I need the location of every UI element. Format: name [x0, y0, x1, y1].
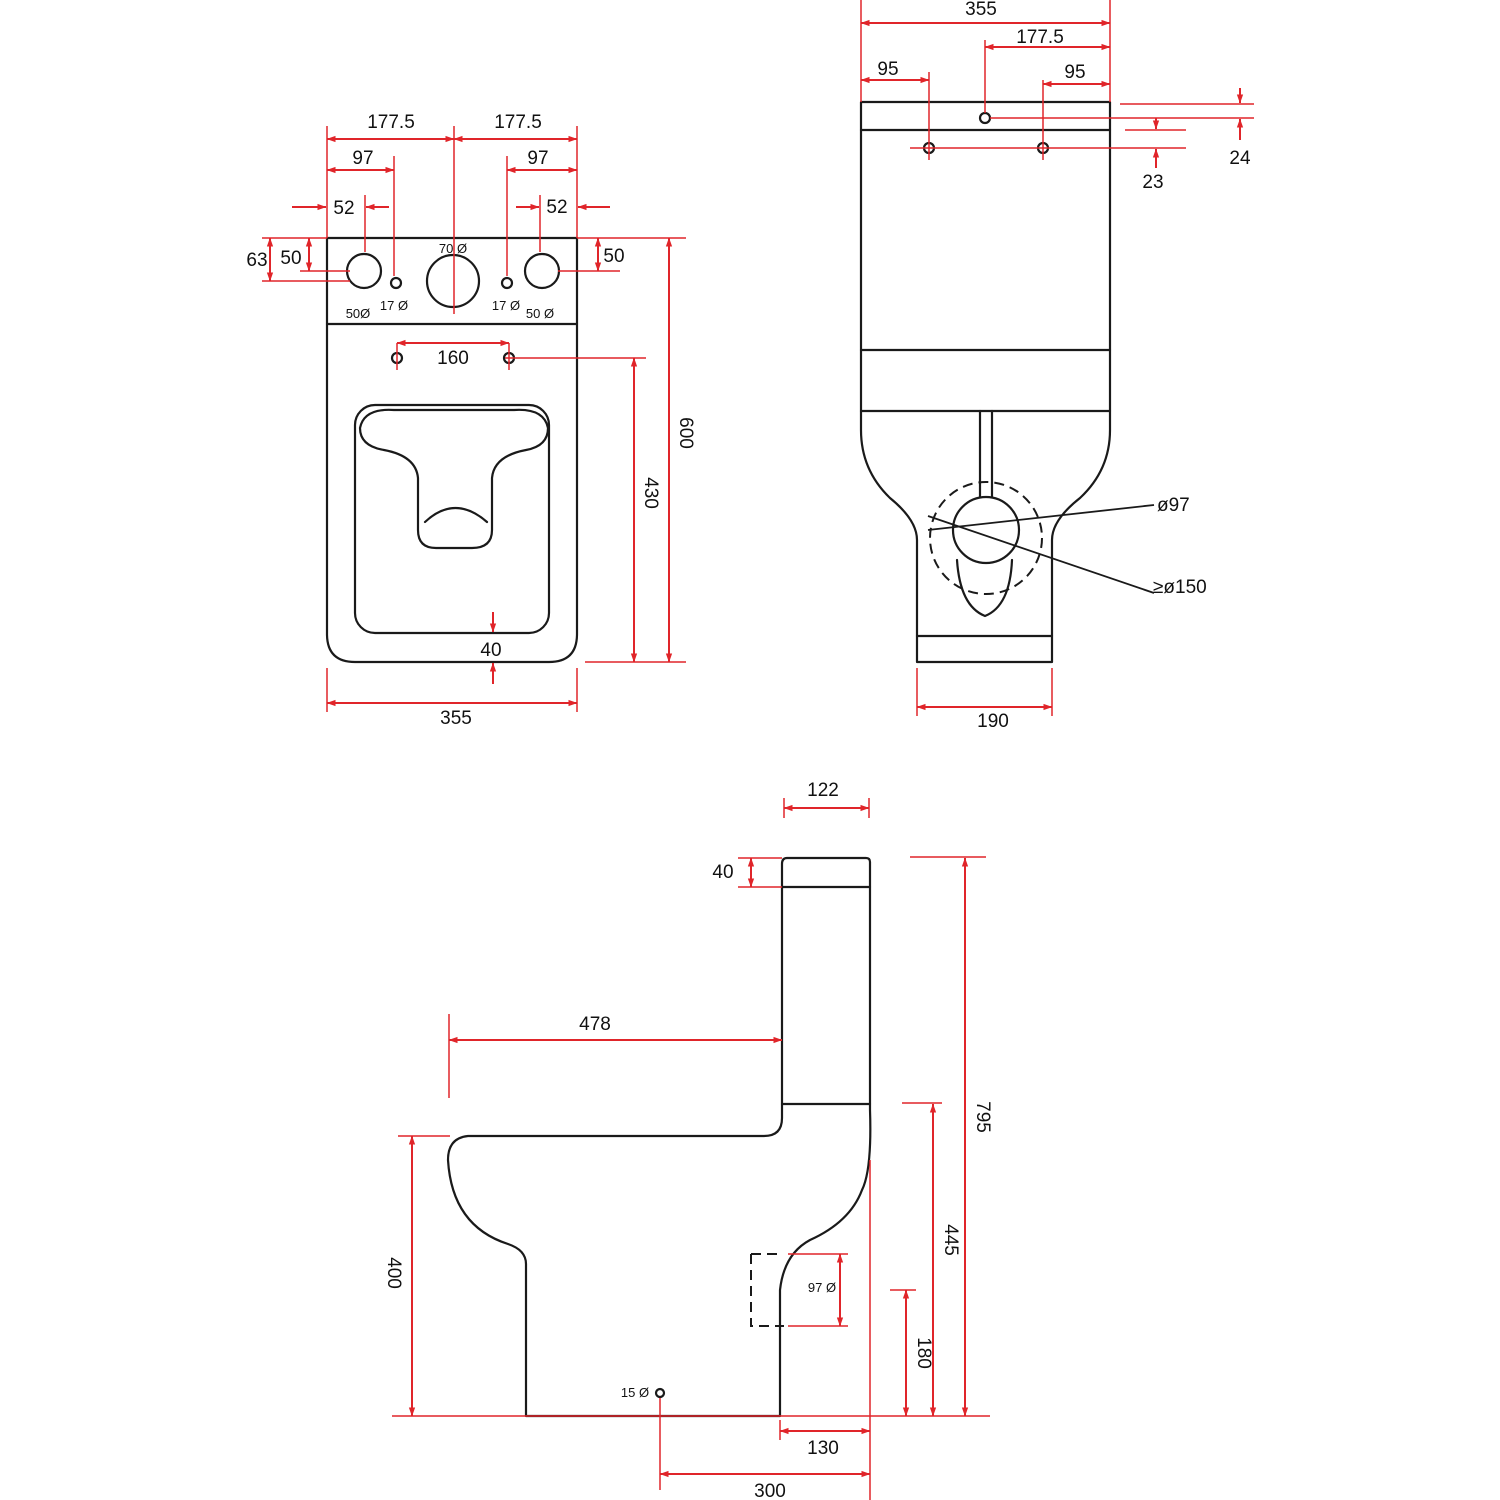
label-hole-17-right: 17 Ø: [492, 298, 520, 313]
label-outlet-150: ≥ø150: [1153, 577, 1207, 598]
top-view-outline: [325, 236, 579, 664]
dim-top-63: 63: [246, 250, 267, 271]
rear-hole-top: [978, 111, 992, 125]
dim-side-445: 445: [940, 1224, 961, 1256]
rear-view-dimensions: [860, 0, 1254, 716]
dim-top-177-left: 177.5: [367, 112, 415, 133]
dim-top-52-right: 52: [546, 197, 567, 218]
fixing-hole-15: [654, 1387, 666, 1399]
dim-top-177-right: 177.5: [494, 112, 542, 133]
dim-rear-190: 190: [977, 711, 1009, 732]
label-outlet-97: ø97: [1157, 495, 1190, 516]
top-view: 177.5 177.5 97 97 52 52 63 50 50 50Ø 17 …: [246, 112, 696, 729]
dim-side-122: 122: [807, 780, 839, 801]
top-view-labels: 177.5 177.5 97 97 52 52 63 50 50 50Ø 17 …: [246, 112, 696, 729]
hole-70: [425, 253, 481, 309]
rear-view-outline: [859, 100, 1112, 664]
hole-17-left: [389, 276, 403, 290]
hole-17-right: [500, 276, 514, 290]
dim-rear-24: 24: [1229, 148, 1251, 169]
dim-top-40: 40: [480, 640, 501, 661]
dim-side-300: 300: [754, 1481, 786, 1500]
dim-side-795: 795: [972, 1101, 993, 1133]
outlet-150-circle: [929, 481, 1043, 595]
dim-top-97-right: 97: [527, 148, 548, 169]
side-view-outline: [446, 856, 872, 1418]
dim-top-97-left: 97: [352, 148, 373, 169]
dim-rear-177: 177.5: [1016, 27, 1064, 48]
dim-top-50-left: 50: [280, 248, 301, 269]
dim-rear-355: 355: [965, 0, 997, 20]
rear-view: 355 177.5 95 95 24 23 ø97 ≥ø150 190: [859, 0, 1254, 732]
dim-top-430: 430: [640, 477, 661, 509]
dim-side-400: 400: [383, 1257, 404, 1289]
outlet-97-circle: [951, 495, 1021, 565]
dim-top-52-left: 52: [333, 198, 354, 219]
label-hole-50-right: 50 Ø: [526, 306, 554, 321]
label-hole-70: 70 Ø: [439, 241, 467, 256]
dim-side-130: 130: [807, 1438, 839, 1459]
label-side-15: 15 Ø: [621, 1385, 649, 1400]
dim-top-160: 160: [437, 348, 469, 369]
dim-side-478: 478: [579, 1014, 611, 1035]
dim-rear-23: 23: [1142, 172, 1163, 193]
rear-view-labels: 355 177.5 95 95 24 23 ø97 ≥ø150 190: [877, 0, 1251, 732]
label-hole-50-left: 50Ø: [346, 306, 371, 321]
dim-rear-95-right: 95: [1064, 62, 1085, 83]
dim-top-50-right: 50: [603, 246, 624, 267]
dim-top-600: 600: [675, 417, 696, 449]
dim-rear-95-left: 95: [877, 59, 898, 80]
top-view-dimensions: [262, 126, 686, 712]
dim-top-355: 355: [440, 708, 472, 729]
side-view-dimensions: [392, 798, 990, 1500]
hole-50-left: [345, 252, 383, 290]
side-view: 122 40 478 795 400 445 97 Ø 180 15 Ø 130…: [383, 780, 993, 1500]
dim-side-40: 40: [712, 862, 733, 883]
label-side-97: 97 Ø: [808, 1280, 836, 1295]
side-view-labels: 122 40 478 795 400 445 97 Ø 180 15 Ø 130…: [383, 780, 993, 1500]
label-hole-17-left: 17 Ø: [380, 298, 408, 313]
dim-side-180: 180: [913, 1337, 934, 1369]
hole-50-right: [523, 252, 561, 290]
